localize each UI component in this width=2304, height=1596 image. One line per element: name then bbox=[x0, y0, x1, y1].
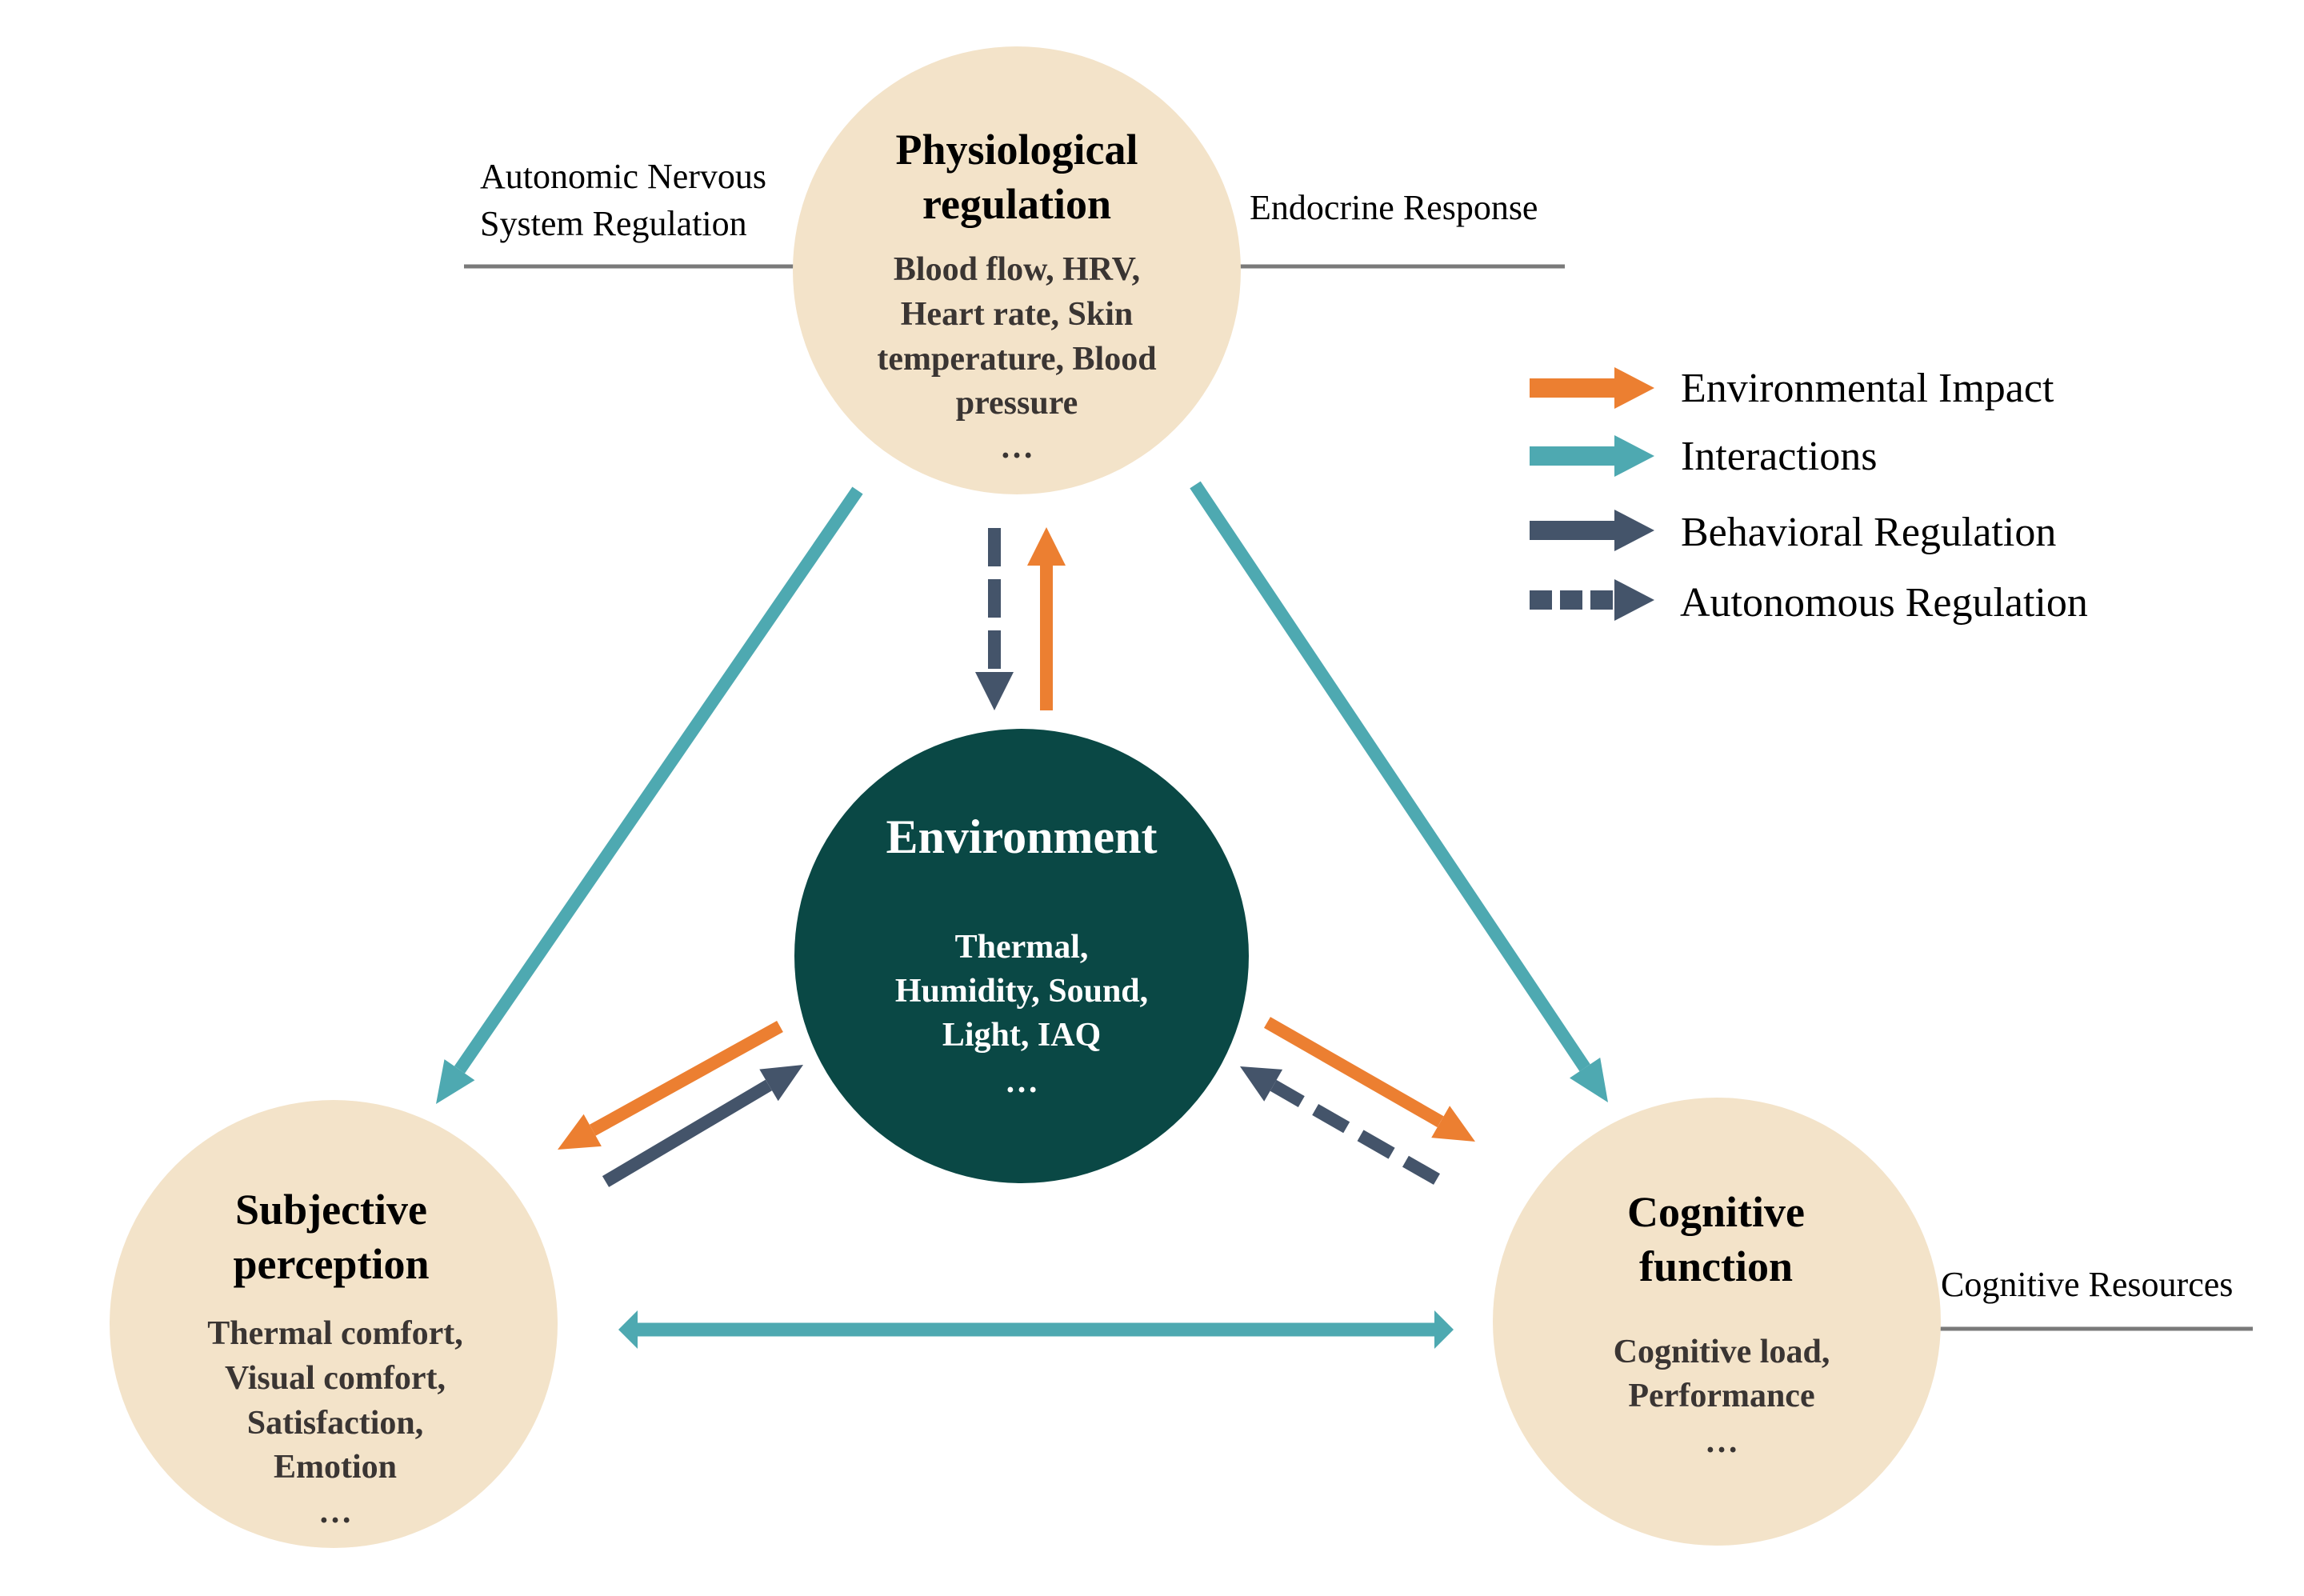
node-item-line: Blood flow, HRV, bbox=[894, 251, 1140, 288]
environment-node bbox=[794, 729, 1249, 1183]
arrow-dash bbox=[988, 579, 1001, 618]
arrow-physiological-to-cognitive bbox=[1190, 481, 1608, 1102]
arrow-physiological-to-subjective bbox=[436, 486, 863, 1104]
physiological-node-text: Physiological regulation Blood flow, HRV… bbox=[877, 126, 1156, 466]
autonomic-side-label: Autonomic Nervous System Regulation bbox=[480, 157, 766, 243]
arrow-shaft bbox=[1264, 1017, 1444, 1128]
arrowhead bbox=[1027, 527, 1066, 566]
arrow-shaft bbox=[1190, 481, 1590, 1072]
arrowhead bbox=[1614, 367, 1654, 409]
node-item-line: … bbox=[1000, 429, 1034, 466]
arrow-subjective-cognitive bbox=[618, 1310, 1454, 1349]
node-item-line: … bbox=[1005, 1063, 1038, 1100]
endocrine-side-label: Endocrine Response bbox=[1250, 188, 1538, 227]
arrow-dash bbox=[1312, 1104, 1350, 1134]
arrow-environment-to-physiological bbox=[1027, 527, 1066, 710]
node-title-line: Subjective bbox=[235, 1186, 427, 1234]
legend-swatches bbox=[1530, 367, 1654, 621]
legend-label-autonomous-regulation: Autonomous Regulation bbox=[1680, 580, 2088, 626]
arrowhead bbox=[1614, 510, 1654, 551]
arrow-dash bbox=[1590, 590, 1613, 610]
arrow-environment-to-subjective bbox=[558, 1021, 783, 1150]
node-item-line: temperature, Blood bbox=[877, 341, 1156, 378]
autonomic-side-label-line: System Regulation bbox=[480, 204, 747, 243]
node-title-line: Environment bbox=[886, 810, 1158, 863]
legend-swatch-environmental-impact bbox=[1530, 367, 1654, 409]
arrow-shaft bbox=[1530, 446, 1614, 466]
endocrine-side-label-line: Endocrine Response bbox=[1250, 188, 1538, 227]
arrowhead bbox=[1434, 1310, 1454, 1349]
cognitive-resources-side-label: Cognitive Resources bbox=[1941, 1265, 2233, 1304]
node-item-line: … bbox=[318, 1494, 352, 1530]
arrowhead bbox=[558, 1114, 602, 1150]
node-item-line: Heart rate, Skin bbox=[901, 296, 1133, 333]
arrow-dash bbox=[1270, 1079, 1305, 1107]
node-title-line: regulation bbox=[922, 180, 1111, 228]
cognitive-node bbox=[1493, 1098, 1941, 1546]
arrow-shaft bbox=[602, 1079, 772, 1187]
arrow-shaft bbox=[1040, 566, 1053, 710]
arrow-dash bbox=[988, 630, 1001, 669]
node-item-line: Emotion bbox=[274, 1449, 397, 1486]
arrow-shaft bbox=[1530, 378, 1614, 398]
arrow-subjective-to-environment bbox=[602, 1065, 803, 1187]
legend-swatch-behavioral-regulation bbox=[1530, 510, 1654, 551]
node-item-line: Thermal, bbox=[955, 929, 1089, 966]
physiological-node bbox=[793, 46, 1241, 494]
arrowhead bbox=[436, 1059, 475, 1104]
node-item-line: Satisfaction, bbox=[247, 1405, 424, 1442]
arrow-dash bbox=[1530, 590, 1552, 610]
autonomic-side-label-line: Autonomic Nervous bbox=[480, 157, 766, 196]
legend: Environmental Impact Interactions Behavi… bbox=[1530, 366, 2088, 626]
legend-label-environmental-impact: Environmental Impact bbox=[1681, 366, 2054, 411]
node-item-line: pressure bbox=[956, 385, 1078, 422]
node-item-line: Visual comfort, bbox=[225, 1360, 446, 1397]
arrow-dash bbox=[1402, 1155, 1440, 1185]
arrowhead bbox=[618, 1310, 638, 1349]
arrow-dash bbox=[1357, 1130, 1395, 1159]
subjective-node bbox=[110, 1100, 558, 1548]
arrowhead bbox=[1614, 435, 1654, 477]
cognitive-node-text: Cognitive function Cognitive load, Perfo… bbox=[1614, 1188, 1830, 1460]
arrow-dash bbox=[1560, 590, 1582, 610]
node-title-line: Cognitive bbox=[1627, 1188, 1805, 1236]
node-title-line: function bbox=[1639, 1242, 1793, 1290]
arrow-shaft bbox=[1530, 521, 1614, 540]
legend-label-interactions: Interactions bbox=[1681, 434, 1877, 479]
node-item-line: Thermal comfort, bbox=[207, 1315, 463, 1352]
subjective-node-text: Subjective perception Thermal comfort, V… bbox=[207, 1186, 463, 1530]
arrowhead bbox=[975, 672, 1014, 710]
arrow-dash bbox=[988, 528, 1001, 566]
arrowhead bbox=[1570, 1058, 1608, 1102]
node-item-line: … bbox=[1705, 1423, 1738, 1460]
arrow-shaft bbox=[638, 1322, 1434, 1337]
cognitive-resources-side-label-line: Cognitive Resources bbox=[1941, 1265, 2233, 1304]
arrowhead bbox=[1240, 1066, 1283, 1102]
legend-label-behavioral-regulation: Behavioral Regulation bbox=[1681, 510, 2056, 555]
arrow-environment-to-cognitive bbox=[1264, 1017, 1475, 1142]
node-item-line: Light, IAQ bbox=[942, 1017, 1101, 1054]
arrow-physiological-to-environment bbox=[975, 528, 1014, 710]
environment-node-text: Environment Thermal, Humidity, Sound, Li… bbox=[886, 810, 1158, 1100]
node-item-line: Cognitive load, bbox=[1614, 1334, 1830, 1370]
arrowhead bbox=[1431, 1106, 1475, 1142]
node-title-line: Physiological bbox=[895, 126, 1138, 174]
legend-swatch-interactions bbox=[1530, 435, 1654, 477]
node-item-line: Performance bbox=[1628, 1378, 1814, 1414]
arrow-cognitive-to-environment bbox=[1240, 1066, 1440, 1185]
legend-swatch-autonomous-regulation bbox=[1530, 579, 1654, 621]
arrow-shaft bbox=[454, 486, 863, 1074]
arrow-shaft bbox=[589, 1021, 783, 1136]
arrowhead bbox=[759, 1065, 803, 1102]
arrowhead bbox=[1614, 579, 1654, 621]
arrows-layer bbox=[436, 481, 1608, 1349]
node-item-line: Humidity, Sound, bbox=[895, 973, 1148, 1010]
node-title-line: perception bbox=[234, 1240, 430, 1288]
